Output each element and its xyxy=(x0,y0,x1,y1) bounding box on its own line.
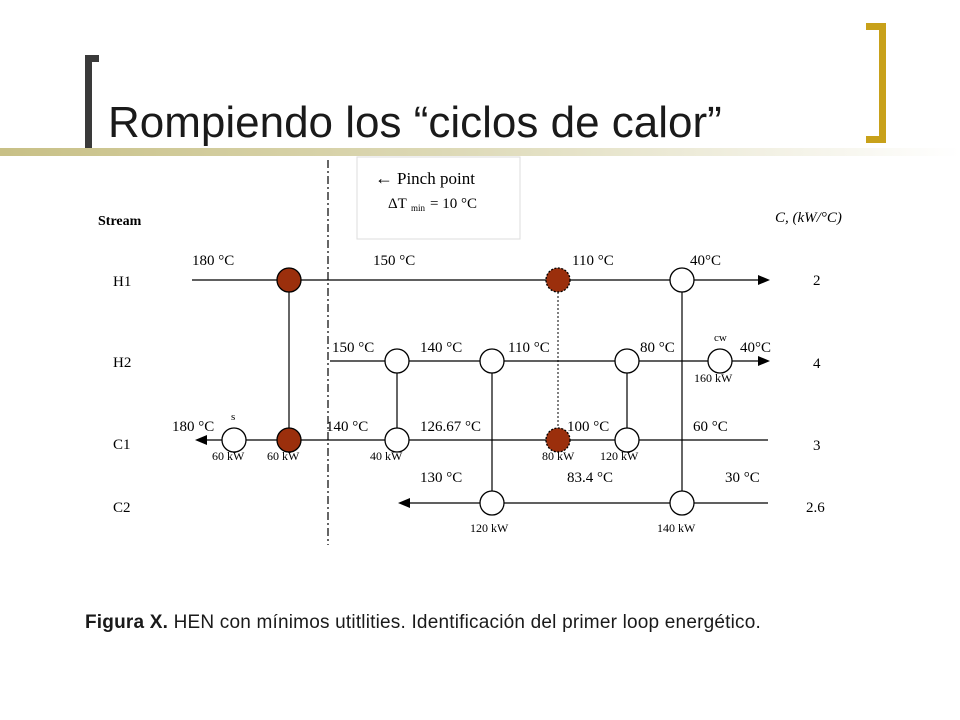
temp-h2-in: 150 °C xyxy=(332,340,374,356)
duty-ex2: 40 kW xyxy=(370,449,403,463)
figure-caption: Figura X. HEN con mínimos utitlities. Id… xyxy=(85,612,761,634)
pinch-box xyxy=(356,156,521,240)
temp-h1-out: 40°C xyxy=(690,253,721,269)
caption-label: Figura X. xyxy=(85,612,169,633)
exchanger-6-c2 xyxy=(669,490,695,516)
temp-c1-out: 180 °C xyxy=(172,419,214,435)
exchanger-2-h2 xyxy=(384,348,410,374)
temp-h1-b: 110 °C xyxy=(572,253,614,269)
stream-label-h2: H2 xyxy=(113,355,131,371)
duty-ex1: 60 kW xyxy=(267,449,300,463)
exchanger-2-c1 xyxy=(384,427,410,453)
pinch-arrow: ← xyxy=(375,168,393,188)
exchanger-6-h1 xyxy=(669,267,695,293)
stream-label-c1: C1 xyxy=(113,437,131,453)
exchanger-3-h1 xyxy=(545,267,571,293)
pinch-label: Pinch point xyxy=(397,169,475,188)
cooling-water-label: cw xyxy=(714,332,727,344)
arrow-c1 xyxy=(195,435,207,445)
dtmin-sub: min xyxy=(411,203,426,213)
duty-ex4: 120 kW xyxy=(600,449,639,463)
slide-title: Rompiendo los “ciclos de calor” xyxy=(108,98,722,147)
heater-c1 xyxy=(221,427,247,453)
duty-ex3: 80 kW xyxy=(542,449,575,463)
exchanger-1-c1 xyxy=(276,427,302,453)
steam-label: s xyxy=(231,411,235,423)
arrow-c2 xyxy=(398,498,410,508)
temp-c2-in: 30 °C xyxy=(725,470,760,486)
temp-h2-b: 110 °C xyxy=(508,340,550,356)
arrow-h2 xyxy=(758,356,770,366)
temp-c2-a: 83.4 °C xyxy=(567,470,613,486)
cp-h2: 4 xyxy=(813,356,821,372)
arrow-h1 xyxy=(758,275,770,285)
cp-h1: 2 xyxy=(813,273,821,289)
temp-c2-out: 130 °C xyxy=(420,470,462,486)
temp-c1-c: 100 °C xyxy=(567,419,609,435)
exchanger-4-h2 xyxy=(614,348,640,374)
stream-header: Stream xyxy=(98,214,142,229)
cp-c2: 2.6 xyxy=(806,500,825,516)
cooler-h2 xyxy=(707,348,733,374)
exchanger-4-c1 xyxy=(614,427,640,453)
title-underline-bar xyxy=(0,148,960,156)
temp-h1-a: 150 °C xyxy=(373,253,415,269)
dtmin-delta: ΔT xyxy=(388,196,407,212)
temp-h2-out: 40°C xyxy=(740,340,771,356)
cp-c1: 3 xyxy=(813,438,821,454)
cp-header: C, (kW/°C) xyxy=(775,210,842,226)
caption-text: HEN con mínimos utitlities. Identificaci… xyxy=(168,612,761,633)
duty-ex5: 120 kW xyxy=(470,521,509,535)
temp-h2-c: 80 °C xyxy=(640,340,675,356)
stream-label-h1: H1 xyxy=(113,274,131,290)
temp-c1-b: 126.67 °C xyxy=(420,419,481,435)
stream-label-c2: C2 xyxy=(113,500,131,516)
duty-cooler: 160 kW xyxy=(694,371,733,385)
temp-c1-in: 60 °C xyxy=(693,419,728,435)
exchanger-5-h2 xyxy=(479,348,505,374)
dtmin-value: = 10 °C xyxy=(430,196,477,212)
temp-c1-a: 140 °C xyxy=(326,419,368,435)
exchanger-5-c2 xyxy=(479,490,505,516)
duty-ex6: 140 kW xyxy=(657,521,696,535)
temp-h1-in: 180 °C xyxy=(192,253,234,269)
duty-heater: 60 kW xyxy=(212,449,245,463)
temp-h2-a: 140 °C xyxy=(420,340,462,356)
exchanger-3-c1 xyxy=(545,427,571,453)
title-bracket-right xyxy=(866,23,886,143)
exchanger-1-h1 xyxy=(276,267,302,293)
